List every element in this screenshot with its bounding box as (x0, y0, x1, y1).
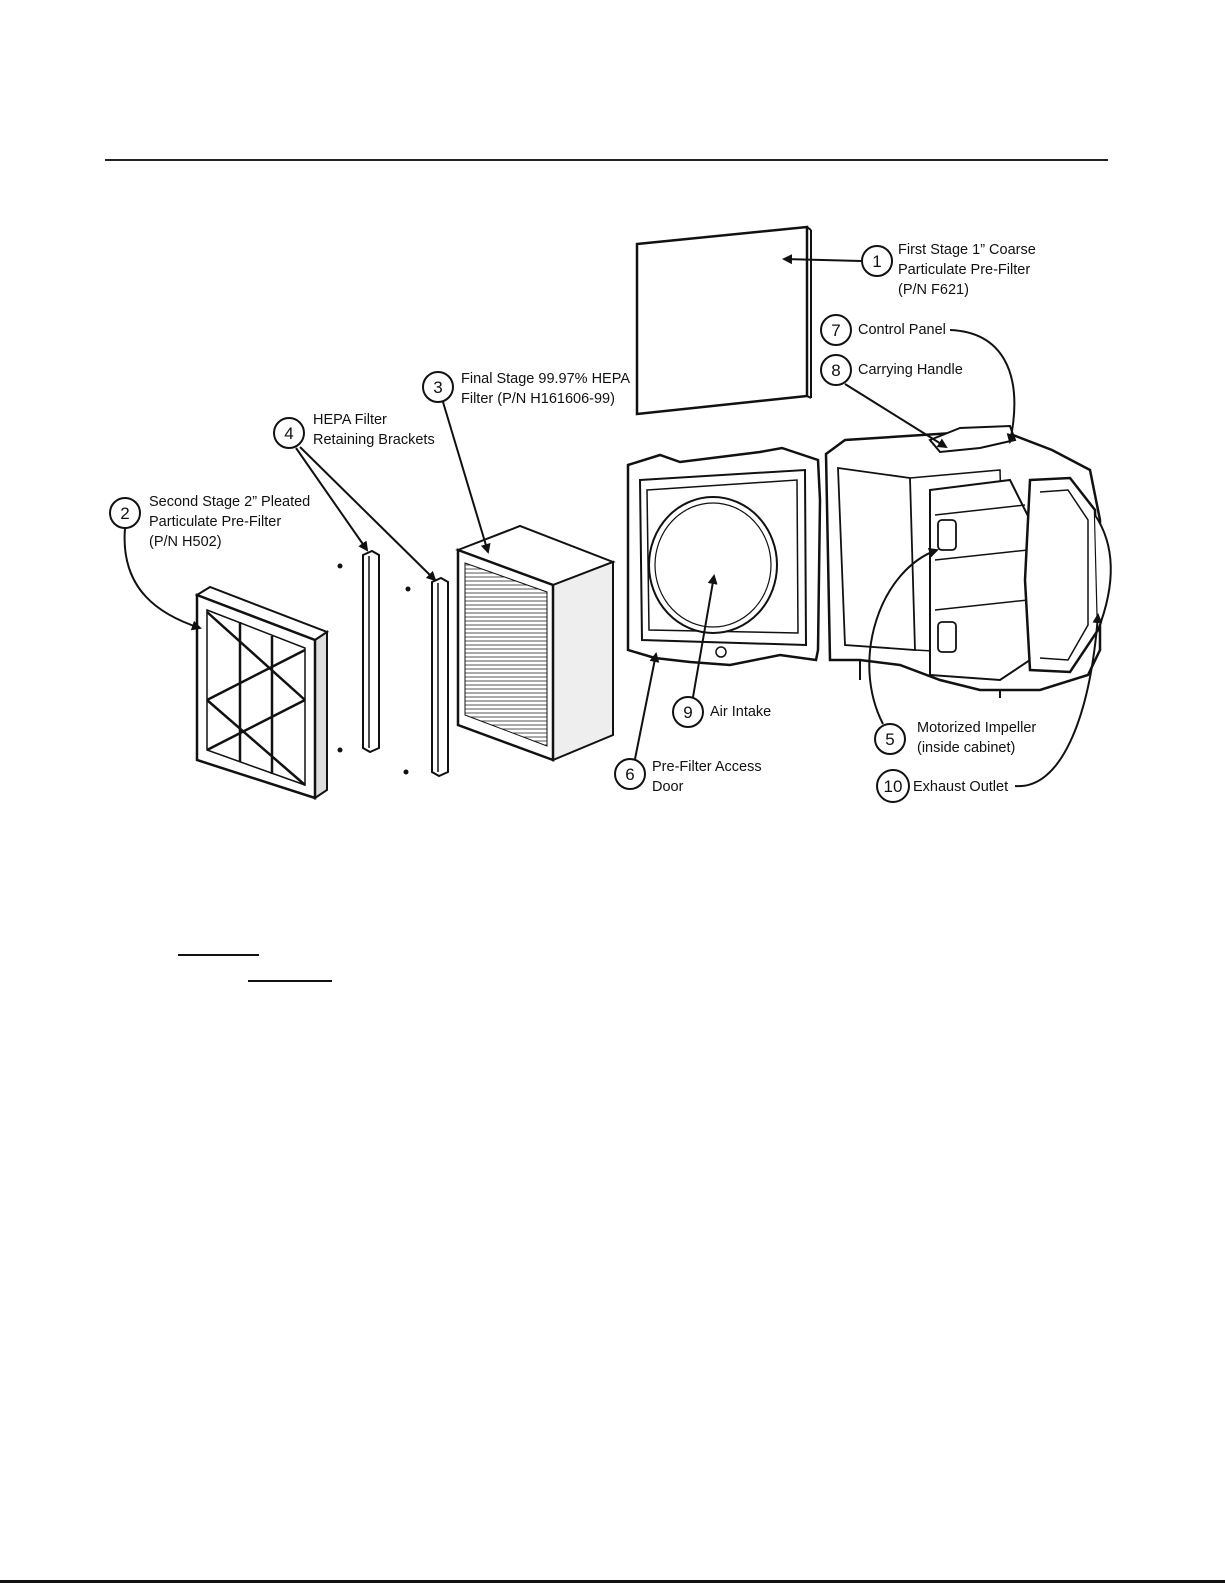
svg-text:Exhaust Outlet: Exhaust Outlet (913, 779, 1008, 795)
coarse-pre-filter-part (635, 225, 812, 416)
svg-text:Filter (P/N H161606-99): Filter (P/N H161606-99) (461, 391, 615, 407)
svg-text:Pre-Filter Access: Pre-Filter Access (652, 759, 762, 775)
svg-text:Motorized Impeller: Motorized Impeller (917, 720, 1036, 736)
svg-text:10: 10 (884, 777, 903, 796)
svg-text:First Stage 1” Coarse: First Stage 1” Coarse (898, 242, 1036, 258)
svg-text:(P/N F621): (P/N F621) (898, 282, 969, 298)
svg-text:9: 9 (683, 703, 692, 722)
callout-5: 5 Motorized Impeller (inside cabinet) (868, 547, 1036, 756)
svg-text:8: 8 (831, 361, 840, 380)
svg-text:Particulate Pre-Filter: Particulate Pre-Filter (149, 514, 281, 530)
callout-10: 10 Exhaust Outlet (876, 613, 1103, 803)
svg-text:HEPA Filter: HEPA Filter (313, 412, 387, 428)
svg-text:1: 1 (872, 252, 881, 271)
callout-8: 8 Carrying Handle (820, 354, 963, 449)
svg-text:Second Stage 2” Pleated: Second Stage 2” Pleated (149, 494, 310, 510)
svg-text:4: 4 (284, 424, 293, 443)
callout-4: 4 HEPA Filter Retaining Brackets (273, 412, 437, 582)
retaining-brackets-part (337, 549, 449, 778)
svg-text:(P/N H502): (P/N H502) (149, 534, 222, 550)
svg-text:Final Stage 99.97% HEPA: Final Stage 99.97% HEPA (461, 371, 630, 387)
callout-1: 1 First Stage 1” Coarse Particulate Pre-… (782, 242, 1036, 298)
svg-text:Air Intake: Air Intake (710, 704, 771, 720)
underline-mark-1 (178, 954, 259, 956)
svg-text:Control Panel: Control Panel (858, 322, 946, 338)
svg-text:6: 6 (625, 765, 634, 784)
callout-9: 9 Air Intake (672, 574, 771, 728)
callout-3: 3 Final Stage 99.97% HEPA Filter (P/N H1… (422, 371, 630, 554)
svg-text:Door: Door (652, 779, 684, 795)
pleated-pre-filter-part (194, 585, 330, 800)
access-door-part (626, 446, 822, 667)
svg-text:7: 7 (831, 321, 840, 340)
callout-2: 2 Second Stage 2” Pleated Particulate Pr… (109, 494, 310, 631)
underline-mark-2 (248, 980, 332, 982)
hepa-filter-part (455, 524, 616, 762)
svg-text:3: 3 (433, 378, 442, 397)
svg-text:Retaining Brackets: Retaining Brackets (313, 432, 435, 448)
svg-text:2: 2 (120, 504, 129, 523)
svg-text:5: 5 (885, 730, 894, 749)
svg-text:Particulate Pre-Filter: Particulate Pre-Filter (898, 262, 1030, 278)
footer-rule (0, 1580, 1225, 1583)
callout-7: 7 Control Panel (820, 314, 1017, 444)
cabinet-part (824, 424, 1112, 698)
header-rule (105, 159, 1108, 161)
svg-text:Carrying Handle: Carrying Handle (858, 362, 963, 378)
svg-text:(inside cabinet): (inside cabinet) (917, 740, 1015, 756)
callout-6: 6 Pre-Filter Access Door (614, 652, 762, 795)
